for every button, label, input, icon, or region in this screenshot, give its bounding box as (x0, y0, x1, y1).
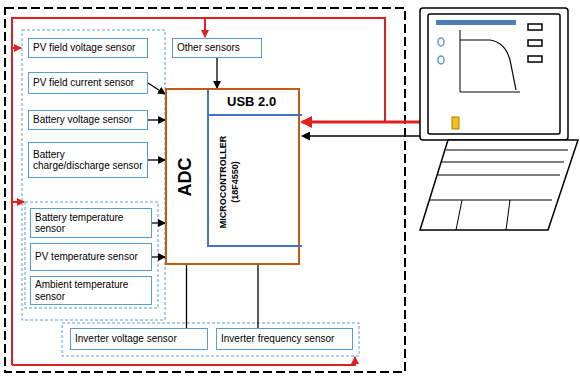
sensor-label: Battery voltage sensor (33, 114, 133, 126)
signal-connector (148, 159, 165, 160)
power-line (204, 18, 206, 37)
signal-connector (152, 222, 165, 223)
sensor-label: PV temperature sensor (35, 251, 138, 263)
sensor-label: PV field current sensor (33, 77, 134, 89)
system-boundary (5, 8, 405, 372)
sensor-label: Battery charge/discharge sensor (33, 149, 143, 172)
adc-block: ADC USB 2.0MICROCONTROLLER (18F4550) (165, 88, 300, 265)
power-line (12, 18, 385, 365)
sensor-box: PV field current sensor (28, 72, 148, 94)
signal-connector (257, 265, 258, 328)
power-line (12, 201, 24, 203)
sensor-label: PV field voltage sensor (33, 42, 135, 54)
signal-connector (216, 58, 217, 88)
inverter-group (62, 323, 359, 356)
sensor-box: Ambient temperature sensor (30, 276, 152, 305)
sensor-label: Ambient temperature sensor (35, 279, 147, 302)
adc-label: ADC (174, 137, 196, 217)
signal-connector (186, 265, 187, 328)
sensor-label: Other sensors (177, 42, 240, 54)
usb-label: USB 2.0 (209, 90, 302, 116)
sensor-box: Battery voltage sensor (28, 110, 148, 130)
signal-connector (148, 83, 165, 94)
microcontroller-label: MICROCONTROLLER (18F4550) (217, 122, 241, 242)
sensor-box: Battery charge/discharge sensor (28, 142, 148, 178)
power-line (12, 47, 21, 49)
sensor-label: Battery temperature sensor (35, 212, 147, 235)
sensor-box: PV temperature sensor (30, 243, 152, 271)
sensor-label: Inverter voltage sensor (75, 333, 177, 345)
sensor-box: Other sensors (172, 38, 262, 58)
sensor-label: Inverter frequency sensor (221, 333, 334, 345)
sensor-group (22, 30, 165, 320)
sensor-box: PV field voltage sensor (28, 38, 148, 58)
microcontroller-block: USB 2.0MICROCONTROLLER (18F4550) (207, 90, 302, 247)
temperature-group (25, 202, 158, 308)
power-line (12, 357, 355, 365)
signal-connector (148, 119, 165, 120)
sensor-box: Battery temperature sensor (30, 208, 152, 238)
sensor-box: Inverter voltage sensor (70, 328, 208, 350)
sensor-box: Inverter frequency sensor (216, 328, 353, 350)
laptop-illustration (420, 8, 578, 230)
signal-connector (152, 256, 165, 257)
